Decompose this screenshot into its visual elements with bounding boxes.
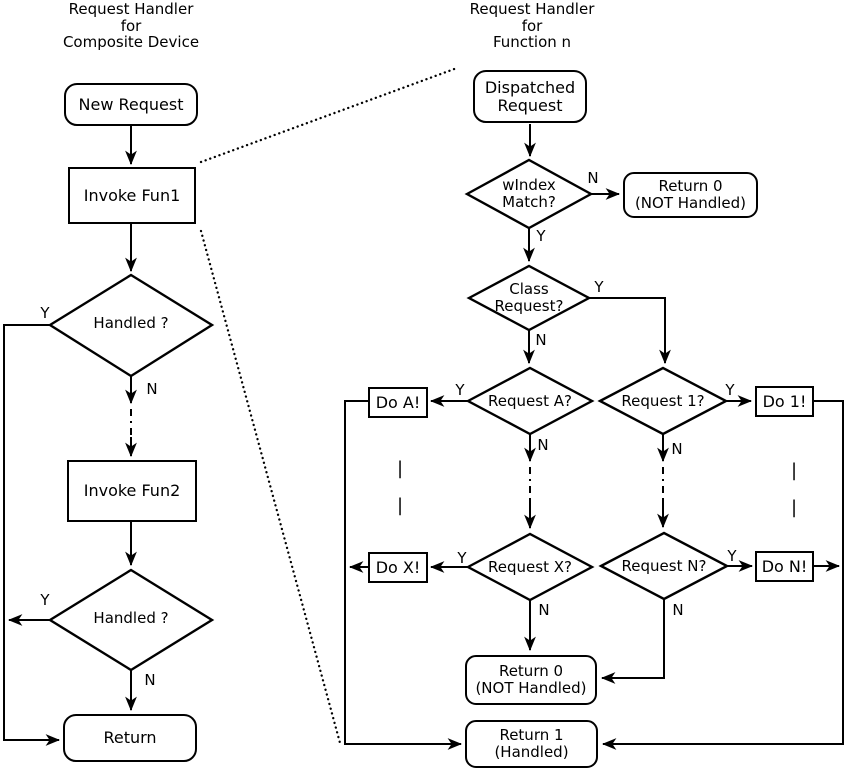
branch-request-x-yes: Y — [457, 549, 467, 567]
ellipsis-mark-right: | | — [790, 460, 798, 518]
branch-windex-yes: Y — [536, 227, 546, 245]
diamond-request-n — [598, 531, 730, 601]
node-do-n: Do N! — [755, 551, 814, 582]
node-return1: Return 1 (Handled) — [465, 720, 598, 768]
branch-handled2-no: N — [144, 671, 156, 689]
node-handled2-label: Handled ? — [93, 609, 169, 627]
branch-request-a-yes: Y — [455, 381, 465, 399]
node-request-x-label: Request X? — [488, 558, 572, 576]
node-do-1: Do 1! — [755, 386, 814, 417]
branch-windex-no: N — [587, 169, 599, 187]
branch-request-a-no: N — [537, 436, 549, 454]
edge-doa-rail-return1 — [344, 400, 463, 750]
node-class-request-label: Class Request? — [494, 280, 564, 315]
right-chart-title: Request Handler for Function n — [469, 0, 595, 51]
dotted-expansion-bottom — [199, 229, 342, 745]
node-new-request: New Request — [64, 83, 198, 126]
node-request-1-label: Request 1? — [621, 392, 705, 410]
branch-class-yes: Y — [594, 278, 604, 296]
node-request-n-label: Request N? — [621, 557, 707, 575]
branch-class-no: N — [535, 331, 547, 349]
node-windex-match-label: wIndex Match? — [502, 176, 556, 211]
branch-request-x-no: N — [538, 601, 550, 619]
branch-handled1-yes: Y — [40, 304, 50, 322]
branch-request-1-no: N — [671, 440, 683, 458]
diamond-request-x — [465, 532, 595, 602]
diamond-handled1 — [47, 273, 215, 378]
dotted-expansion-top — [199, 66, 459, 164]
branch-request-n-no: N — [672, 601, 684, 619]
branch-request-n-yes: Y — [727, 547, 737, 565]
node-dispatched-request: Dispatched Request — [473, 70, 587, 123]
branch-request-1-yes: Y — [725, 381, 735, 399]
node-handled1-label: Handled ? — [93, 314, 169, 332]
node-return0-top: Return 0 (NOT Handled) — [623, 172, 758, 218]
diamond-class-request — [466, 264, 592, 332]
ellipsis-mark-left: | | — [396, 458, 404, 516]
diamond-request-1 — [597, 366, 729, 436]
diamond-windex-match — [464, 158, 594, 230]
edge-do1-rail-return1 — [601, 400, 844, 750]
branch-handled2-yes: Y — [40, 591, 50, 609]
edge-class-yes-request1 — [589, 297, 671, 365]
diamond-request-a — [465, 366, 595, 436]
branch-handled1-no: N — [146, 380, 158, 398]
node-invoke-fun1: Invoke Fun1 — [68, 167, 196, 224]
node-return0-bottom: Return 0 (NOT Handled) — [465, 655, 597, 705]
left-chart-title: Request Handler for Composite Device — [62, 0, 200, 51]
edge-handled1-yes-rail — [3, 324, 61, 746]
node-request-a-label: Request A? — [488, 392, 572, 410]
edge-requestn-no-return0 — [600, 599, 665, 684]
node-do-a: Do A! — [368, 387, 428, 418]
node-invoke-fun2: Invoke Fun2 — [67, 460, 197, 522]
node-return: Return — [63, 714, 197, 762]
diamond-handled2 — [47, 568, 215, 672]
node-do-x: Do X! — [368, 552, 428, 583]
